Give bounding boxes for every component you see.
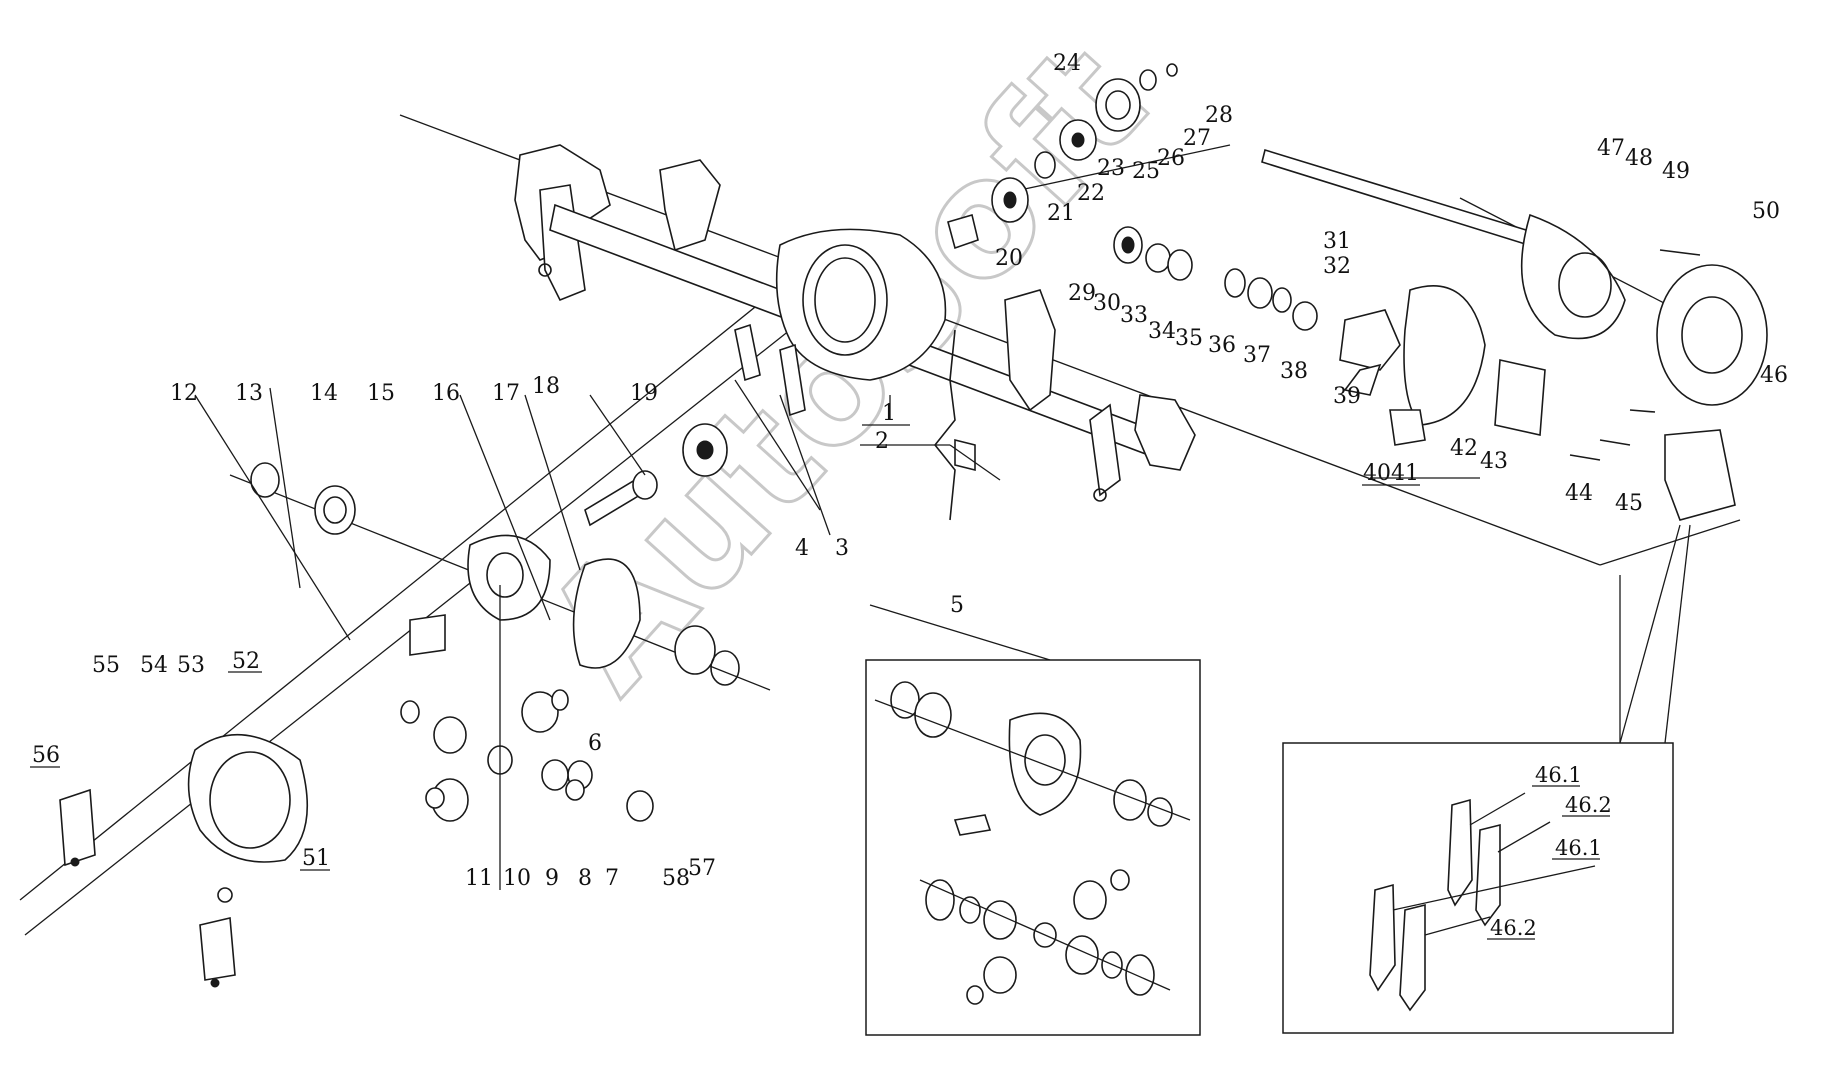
label-5: 5 bbox=[950, 593, 964, 618]
label-38: 38 bbox=[1280, 359, 1308, 384]
label-28: 28 bbox=[1205, 103, 1233, 128]
label-10: 10 bbox=[503, 866, 531, 891]
label-1: 1 bbox=[882, 401, 896, 426]
leader-lines bbox=[194, 379, 1691, 890]
label-46: 46 bbox=[1760, 363, 1788, 388]
label-19: 19 bbox=[630, 381, 658, 406]
right-side-parts bbox=[1113, 148, 1768, 521]
label-12: 12 bbox=[170, 381, 198, 406]
label-2: 2 bbox=[875, 429, 889, 454]
label-11: 11 bbox=[465, 866, 493, 891]
label-34: 34 bbox=[1148, 319, 1176, 344]
label-15: 15 bbox=[367, 381, 395, 406]
label-32: 32 bbox=[1323, 254, 1351, 279]
label-45: 45 bbox=[1615, 491, 1643, 516]
differential-parts bbox=[250, 323, 806, 822]
label-13: 13 bbox=[235, 381, 263, 406]
label-51: 51 bbox=[302, 846, 330, 871]
label-33: 33 bbox=[1120, 303, 1148, 328]
label-31: 31 bbox=[1323, 229, 1351, 254]
label-8: 8 bbox=[578, 866, 592, 891]
label-pad-46-1-mid: 46.1 bbox=[1555, 836, 1602, 860]
label-18: 18 bbox=[532, 374, 560, 399]
label-14: 14 bbox=[310, 381, 338, 406]
label-underlines bbox=[30, 424, 1610, 940]
label-30: 30 bbox=[1093, 291, 1121, 316]
label-57: 57 bbox=[688, 856, 716, 881]
label-50: 50 bbox=[1752, 199, 1780, 224]
label-4041: 4041 bbox=[1363, 461, 1419, 486]
label-55: 55 bbox=[92, 653, 120, 678]
label-43: 43 bbox=[1480, 449, 1508, 474]
part-labels: 1 2 3 4 5 6 7 8 9 10 11 12 13 14 15 16 1… bbox=[32, 51, 1788, 940]
label-37: 37 bbox=[1243, 343, 1271, 368]
label-3: 3 bbox=[835, 536, 849, 561]
label-25: 25 bbox=[1132, 159, 1160, 184]
cover-parts bbox=[59, 733, 309, 988]
hub-parts-top bbox=[947, 63, 1178, 250]
label-24: 24 bbox=[1053, 51, 1081, 76]
label-9: 9 bbox=[545, 866, 559, 891]
label-48: 48 bbox=[1625, 146, 1653, 171]
label-39: 39 bbox=[1333, 384, 1361, 409]
label-27: 27 bbox=[1183, 126, 1211, 151]
label-pad-46-1-top: 46.1 bbox=[1535, 763, 1582, 787]
label-35: 35 bbox=[1175, 326, 1203, 351]
label-4: 4 bbox=[795, 536, 809, 561]
label-7: 7 bbox=[605, 866, 619, 891]
label-44: 44 bbox=[1565, 481, 1593, 506]
axle-housing bbox=[514, 144, 1196, 502]
label-16: 16 bbox=[432, 381, 460, 406]
label-54: 54 bbox=[140, 653, 168, 678]
label-22: 22 bbox=[1077, 181, 1105, 206]
label-29: 29 bbox=[1068, 281, 1096, 306]
inset-differential-box bbox=[865, 659, 1201, 1036]
label-56: 56 bbox=[32, 743, 60, 768]
label-49: 49 bbox=[1662, 159, 1690, 184]
label-20: 20 bbox=[995, 246, 1023, 271]
label-53: 53 bbox=[177, 653, 205, 678]
label-36: 36 bbox=[1208, 333, 1236, 358]
label-pad-46-2-low: 46.2 bbox=[1490, 916, 1537, 940]
label-58: 58 bbox=[662, 866, 690, 891]
label-21: 21 bbox=[1047, 201, 1075, 226]
inset-brake-pads-box bbox=[1282, 742, 1674, 1034]
label-47: 47 bbox=[1597, 136, 1625, 161]
label-26: 26 bbox=[1157, 146, 1185, 171]
label-23: 23 bbox=[1097, 156, 1125, 181]
label-52: 52 bbox=[232, 649, 260, 674]
label-42: 42 bbox=[1450, 436, 1478, 461]
label-17: 17 bbox=[492, 381, 520, 406]
label-6: 6 bbox=[588, 731, 602, 756]
label-pad-46-2-top: 46.2 bbox=[1565, 793, 1612, 817]
